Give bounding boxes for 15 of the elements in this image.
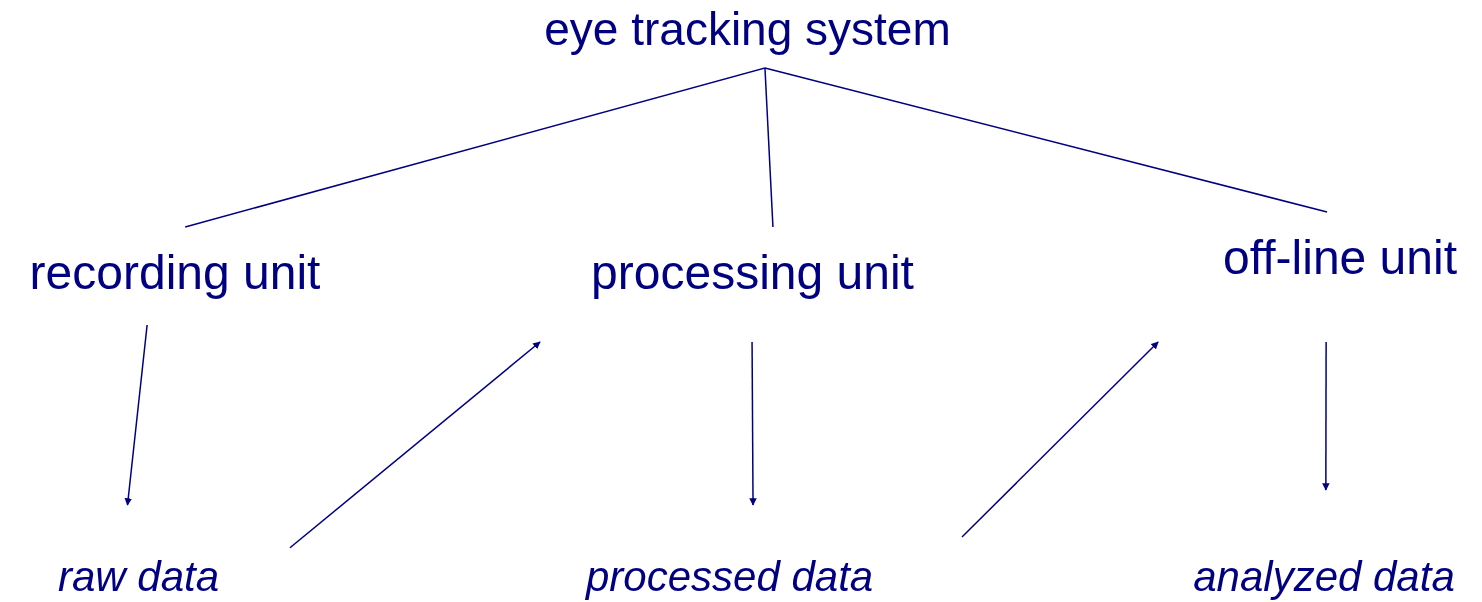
arrow	[961, 341, 1159, 538]
arrow	[1322, 341, 1330, 491]
unit-label: processing unit	[591, 245, 914, 301]
unit-label: recording unit	[29, 245, 321, 301]
connector-line	[184, 67, 766, 228]
arrow	[289, 341, 541, 549]
unit-label: eye tracking system	[544, 3, 951, 56]
output-label: raw data	[58, 553, 220, 602]
unit-label: off-line unit	[1223, 230, 1457, 286]
output-label: analyzed data	[1193, 553, 1455, 602]
output-label: processed data	[586, 553, 874, 602]
connector-line	[764, 67, 774, 228]
connector-line	[764, 67, 1328, 213]
arrow	[124, 324, 148, 506]
arrow	[749, 341, 757, 506]
